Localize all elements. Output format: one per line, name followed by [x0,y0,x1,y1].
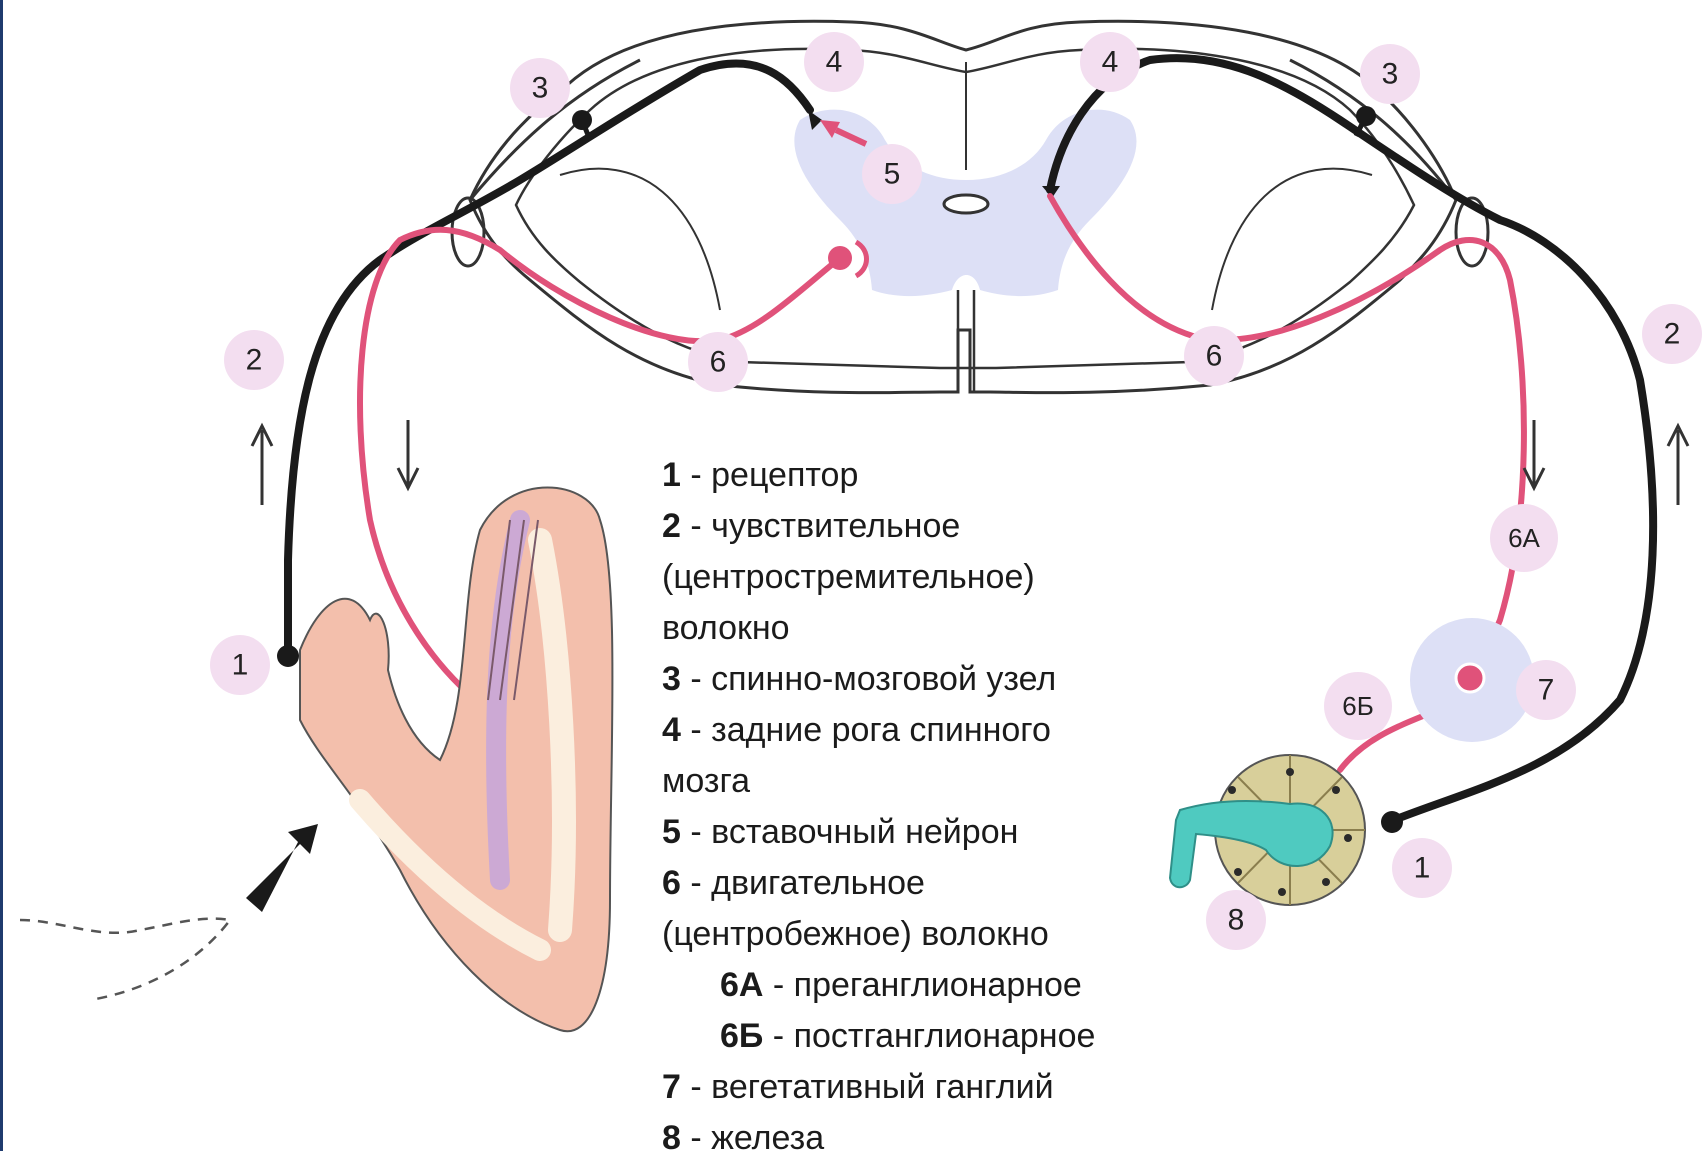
legend-text: мозга [662,762,750,800]
legend-text: - спинно-мозговой узел [681,660,1056,698]
legend-row: 8 - железа [662,1113,1222,1164]
legend-number: 3 [662,660,681,698]
stimulus-arrow [246,824,318,912]
legend-text: - чувствительное [681,507,960,545]
legend-number: 6Б [720,1017,763,1055]
legend-text: - преганглионарное [763,966,1081,1004]
legend-number: 7 [662,1068,681,1106]
legend-number: 6А [720,966,763,1004]
legend-text: - задние рога спинного [681,711,1051,749]
label-5: 5 [884,158,901,191]
receptor-right [1381,811,1403,833]
arrow-up-right [1668,426,1688,505]
ganglion-neuron [1456,664,1484,692]
legend-row: (центростремительное) [662,552,1222,603]
legend-row: 7 - вегетативный ганглий [662,1062,1222,1113]
legend-text: - постганглионарное [763,1017,1095,1055]
legend-row: волокно [662,603,1222,654]
legend-row: 1 - рецептор [662,450,1222,501]
legend-text: - вставочный нейрон [681,813,1018,851]
legend: 1 - рецептор 2 - чувствительное (центрос… [662,450,1222,1164]
legend-number: 1 [662,456,681,494]
legend-row: 5 - вставочный нейрон [662,807,1222,858]
label-7: 7 [1538,674,1555,707]
label-1-right: 1 [1414,852,1431,885]
legend-text: (центростремительное) [662,558,1035,596]
receptor-left [277,645,299,667]
legend-text: - вегетативный ганглий [681,1068,1054,1106]
ganglion-and-gland [1170,618,1534,905]
label-6a: 6А [1508,523,1540,553]
legend-row: 4 - задние рога спинного [662,705,1222,756]
label-1-left: 1 [232,649,249,682]
label-2-left: 2 [246,344,263,377]
label-2-right: 2 [1664,318,1681,351]
central-canal [944,195,988,213]
legend-row: мозга [662,756,1222,807]
arm-illustration [20,488,613,1032]
dashed-hand-outline [20,919,230,1000]
legend-number: 8 [662,1119,681,1157]
legend-text: - рецептор [681,456,858,494]
label-6-right: 6 [1206,340,1223,373]
legend-text: волокно [662,609,790,647]
legend-row: 6 - двигательное [662,858,1222,909]
arrow-up-left [252,426,272,505]
legend-row: 6А - преганглионарное [662,960,1222,1011]
spinal-cord [452,21,1488,392]
label-3-right: 3 [1382,58,1399,91]
arrow-down-left [398,420,418,488]
label-8: 8 [1228,904,1245,937]
label-6b: 6Б [1342,691,1374,721]
label-4-right: 4 [1102,46,1119,79]
legend-number: 2 [662,507,681,545]
legend-number: 6 [662,864,681,902]
legend-number: 4 [662,711,681,749]
label-6-left: 6 [710,346,727,379]
legend-number: 5 [662,813,681,851]
legend-text: (центробежное) волокно [662,915,1049,953]
label-3-left: 3 [532,72,549,105]
legend-row: (центробежное) волокно [662,909,1222,960]
legend-row: 3 - спинно-мозговой узел [662,654,1222,705]
legend-row: 6Б - постганглионарное [662,1011,1222,1062]
label-4-left: 4 [826,46,843,79]
arrow-down-right [1524,420,1544,488]
legend-row: 2 - чувствительное [662,501,1222,552]
legend-text: - железа [681,1119,824,1157]
legend-text: - двигательное [681,864,925,902]
